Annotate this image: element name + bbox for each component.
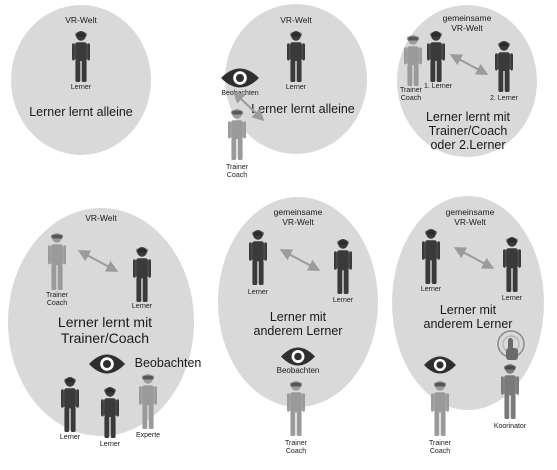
- world-label: gemeinsame VR-Welt: [273, 207, 323, 227]
- learner-label: Lerner: [70, 84, 92, 91]
- person-icon: [61, 377, 79, 432]
- eye-icon: [424, 356, 456, 374]
- coordinator-label: Koorinator: [493, 423, 527, 430]
- learner-label: Lerner: [131, 303, 153, 310]
- person-icon: [287, 31, 305, 82]
- vr-world-bubble: [397, 5, 537, 157]
- person-icon: [503, 237, 521, 292]
- person-icon: [101, 387, 119, 438]
- person-icon: [249, 230, 267, 285]
- person-icon: [501, 364, 519, 419]
- learner-label: Lerner: [285, 84, 307, 91]
- panel-caption: Lerner mit anderem Lerner: [423, 303, 513, 331]
- trainer-label: Trainer Coach: [400, 87, 422, 102]
- world-label: VR-Welt: [280, 15, 312, 25]
- touch-gesture-icon: [497, 330, 525, 360]
- learner1-label: 1. Lerner: [423, 83, 453, 90]
- learner1-label: Lerner: [420, 286, 442, 293]
- panel-caption: Lerner lernt mit Trainer/Coach oder 2.Le…: [425, 110, 511, 152]
- observer-label: Experte: [135, 432, 161, 439]
- person-icon: [228, 109, 246, 160]
- learner1-label: Lerner: [247, 289, 269, 296]
- vr-world-bubble: [392, 196, 544, 410]
- learner2-label: Lerner: [332, 297, 354, 304]
- panel-caption: Lerner lernt mit Trainer/Coach: [57, 314, 153, 346]
- trainer-label: Trainer Coach: [285, 440, 307, 455]
- vr-world-bubble: [218, 197, 378, 407]
- observe-label: Beobachten: [276, 366, 320, 375]
- eye-icon: [89, 354, 125, 374]
- person-icon: [404, 35, 422, 86]
- person-icon: [72, 31, 90, 82]
- person-icon: [48, 233, 66, 290]
- world-label: gemeinsame VR-Welt: [445, 207, 495, 227]
- person-icon: [139, 374, 157, 429]
- person-icon: [133, 247, 151, 302]
- eye-icon: [281, 347, 315, 366]
- observer-label: Lerner: [99, 441, 121, 448]
- person-icon: [427, 31, 445, 82]
- world-label: gemeinsame VR-Welt: [442, 13, 492, 33]
- double-arrow-icon: [449, 54, 489, 75]
- panel-caption: Lerner mit anderem Lerner: [253, 310, 343, 338]
- trainer-label: Trainer Coach: [429, 440, 451, 455]
- double-arrow-icon: [232, 90, 265, 122]
- double-arrow-icon: [279, 249, 321, 271]
- observe-label: Beobachten: [134, 356, 202, 370]
- observer-label: Lerner: [59, 434, 81, 441]
- trainer-label: Trainer Coach: [226, 164, 248, 179]
- learner2-label: Lerner: [501, 295, 523, 302]
- panel-caption: Lerner lernt alleine: [29, 105, 133, 119]
- double-arrow-icon: [77, 250, 119, 272]
- world-label: VR-Welt: [85, 213, 117, 223]
- person-icon: [495, 41, 513, 92]
- panel-caption: Lerner lernt alleine: [251, 102, 355, 116]
- vr-world-bubble: [11, 5, 151, 155]
- eye-icon: [221, 68, 259, 88]
- vr-world-bubble: [8, 208, 194, 436]
- world-label: VR-Welt: [65, 15, 97, 25]
- person-icon: [431, 381, 449, 436]
- double-arrow-icon: [453, 247, 495, 269]
- person-icon: [334, 239, 352, 294]
- person-icon: [287, 381, 305, 436]
- trainer-label: Trainer Coach: [46, 292, 68, 307]
- person-icon: [422, 229, 440, 284]
- learner2-label: 2. Lerner: [489, 95, 519, 102]
